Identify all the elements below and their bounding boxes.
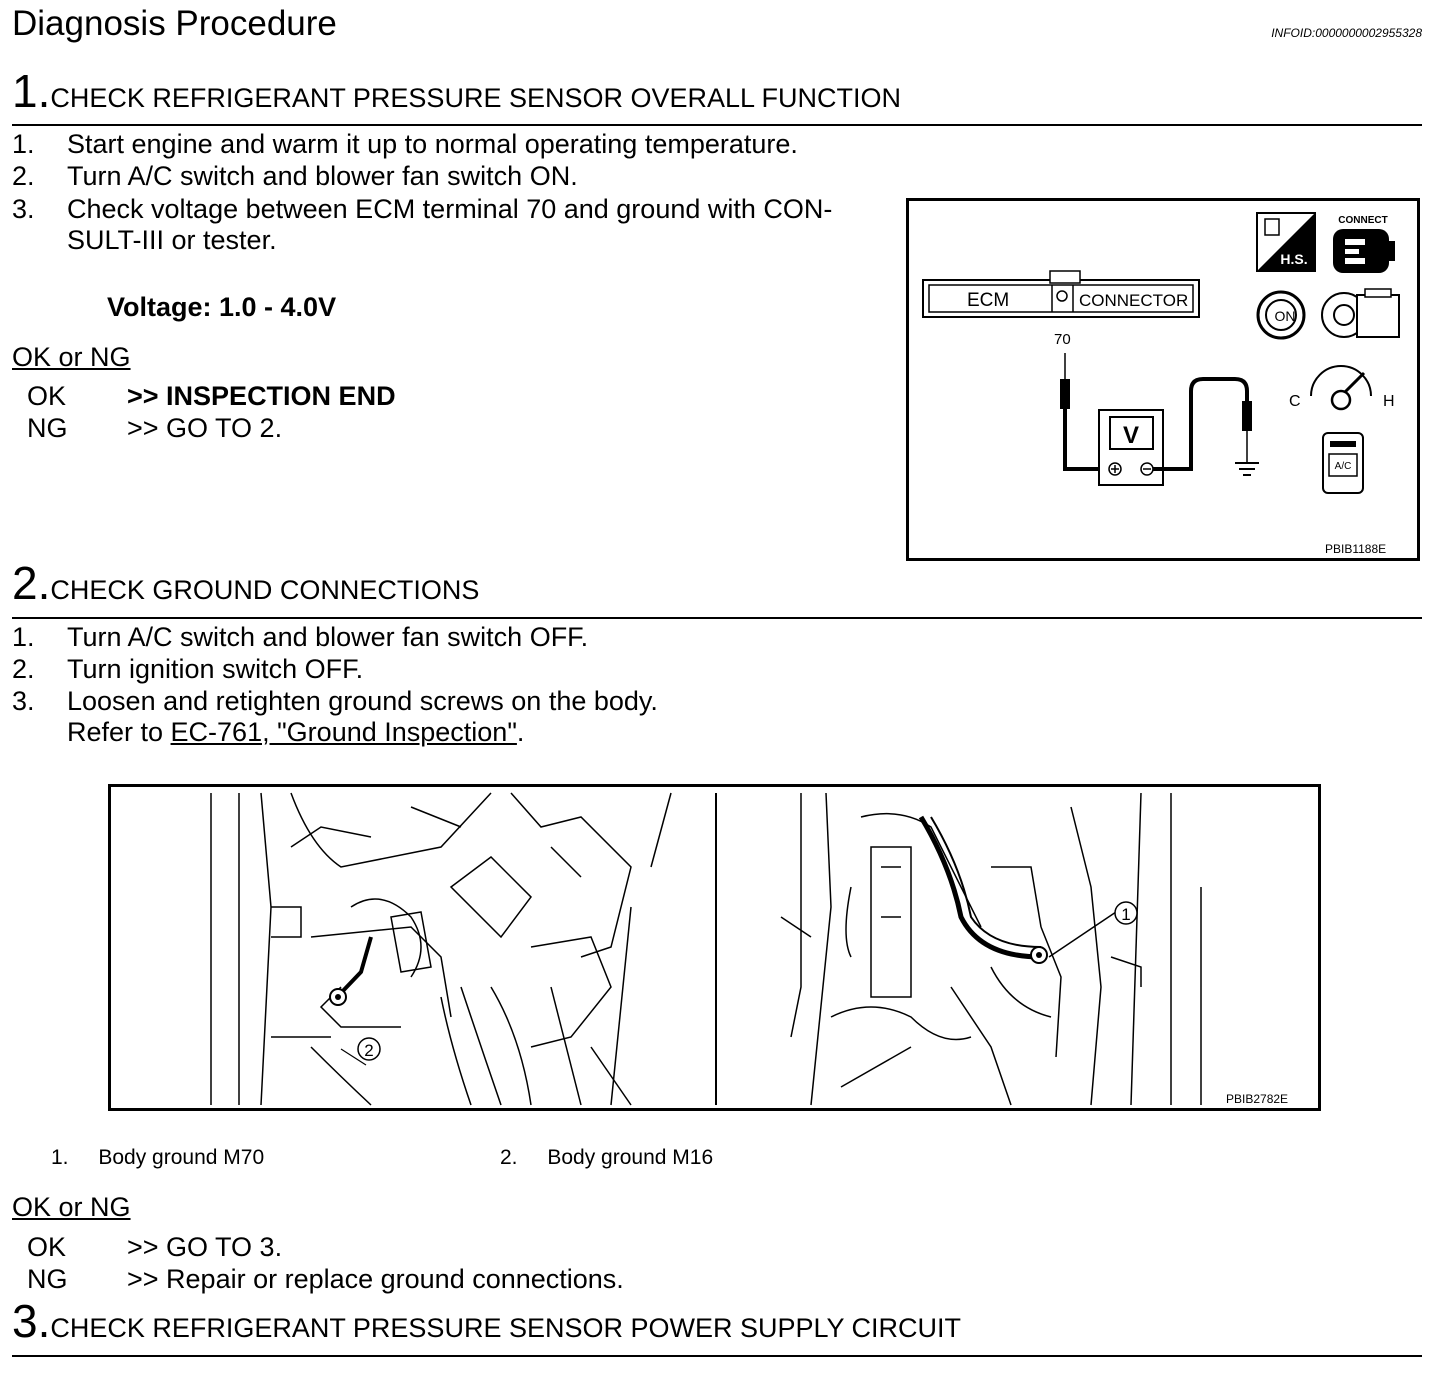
svg-text:CONNECT: CONNECT <box>1338 215 1387 226</box>
ng-result: >> Repair or replace ground connections. <box>127 1264 624 1294</box>
item-number: 1. <box>12 622 35 652</box>
item-text: Turn A/C switch and blower fan switch ON… <box>67 161 578 191</box>
temperature-gauge-icon: C H <box>1289 365 1395 411</box>
step-3-title: CHECK REFRIGERANT PRESSURE SENSOR POWER … <box>50 1313 962 1343</box>
item-number: 3. <box>12 194 35 224</box>
item-text: Turn A/C switch and blower fan switch OF… <box>67 622 589 652</box>
ok-row: OK >> INSPECTION END <box>27 381 627 413</box>
refer-line: Refer to EC-761, "Ground Inspection". <box>67 717 524 748</box>
connector-tab <box>1049 270 1081 284</box>
step-1-item-1: 1. Start engine and warm it up to normal… <box>12 129 892 161</box>
ng-key: NG <box>27 1264 68 1294</box>
caption-1: 1. Body ground M70 <box>51 1146 264 1170</box>
svg-text:H: H <box>1383 393 1395 410</box>
ground-location-figure: 2 1 PBIB2782E <box>108 784 1321 1111</box>
figure-code: PBIB2782E <box>1226 1092 1288 1106</box>
ok-or-ng-label: OK or NG <box>12 342 131 372</box>
step-1-divider <box>12 124 1422 126</box>
step-1-item-3: 3. Check voltage between ECM terminal 70… <box>12 194 892 258</box>
item-text: Loosen and retighten ground screws on th… <box>67 686 658 716</box>
step-3-heading: 3.CHECK REFRIGERANT PRESSURE SENSOR POWE… <box>12 1298 961 1344</box>
item-text: Start engine and warm it up to normal op… <box>67 129 798 159</box>
item-number: 2. <box>12 654 35 684</box>
caption-text: Body ground M16 <box>547 1146 714 1169</box>
step-1-item-2: 2. Turn A/C switch and blower fan switch… <box>12 161 892 193</box>
left-panel-drawing <box>210 792 672 1106</box>
refer-suffix: . <box>516 717 525 747</box>
hs-harness-icon: H.S. <box>1256 212 1316 272</box>
callout-2 <box>357 1037 381 1061</box>
step-2-divider <box>12 617 1422 619</box>
step-2-heading: 2.CHECK GROUND CONNECTIONS <box>12 560 479 606</box>
voltage-check-figure: ECM CONNECTOR 70 V H.S. CONNECT <box>906 198 1420 561</box>
connect-icon: CONNECT <box>1333 215 1395 273</box>
caption-number: 1. <box>51 1146 69 1169</box>
svg-text:2: 2 <box>364 1041 373 1060</box>
refer-prefix: Refer to <box>67 717 171 747</box>
page-title: Diagnosis Procedure <box>12 4 337 43</box>
negative-probe <box>1242 401 1252 431</box>
voltmeter-label: V <box>1123 422 1139 449</box>
terminal-number: 70 <box>1054 331 1071 348</box>
ecm-label: ECM <box>967 290 1009 311</box>
item-number: 3. <box>12 686 35 716</box>
ng-result: >> GO TO 2. <box>127 413 283 443</box>
ng-row: NG >> Repair or replace ground connectio… <box>27 1264 927 1296</box>
step-2-item-2: 2. Turn ignition switch OFF. <box>12 654 912 686</box>
terminal-70-pin <box>1056 290 1068 302</box>
voltage-check-diagram: ECM CONNECTOR 70 V H.S. CONNECT <box>922 212 1400 556</box>
item-number: 2. <box>12 161 35 191</box>
ac-switch-icon: A/C <box>1322 432 1364 494</box>
ng-row: NG >> GO TO 2. <box>27 413 627 445</box>
step-1-heading: 1.CHECK REFRIGERANT PRESSURE SENSOR OVER… <box>12 68 901 114</box>
step-3-divider <box>12 1355 1422 1357</box>
step-2-title: CHECK GROUND CONNECTIONS <box>50 575 480 605</box>
item-text-continued: SULT-III or tester. <box>67 225 277 255</box>
engine-running-icon <box>1321 288 1400 338</box>
step-2-item-3: 3. Loosen and retighten ground screws on… <box>12 686 912 750</box>
right-panel-drawing <box>780 792 1202 1106</box>
ok-result: >> INSPECTION END <box>127 381 396 411</box>
connector-label: CONNECTOR <box>1079 291 1188 310</box>
svg-text:ON: ON <box>1275 308 1296 324</box>
info-id: INFOID:0000000002955328 <box>1271 26 1422 40</box>
step-1-title: CHECK REFRIGERANT PRESSURE SENSOR OVERAL… <box>50 83 902 113</box>
voltage-spec: Voltage: 1.0 - 4.0V <box>107 292 337 322</box>
step-2-item-1: 1. Turn A/C switch and blower fan switch… <box>12 622 912 654</box>
ignition-on-icon: ON <box>1256 290 1306 340</box>
svg-text:A/C: A/C <box>1335 461 1352 472</box>
step-2-number: 2. <box>12 557 51 609</box>
ground-location-drawing: 2 1 PBIB2782E <box>210 792 1288 1106</box>
svg-text:H.S.: H.S. <box>1280 251 1307 267</box>
svg-text:1: 1 <box>1121 905 1130 924</box>
item-number: 1. <box>12 129 35 159</box>
svg-text:C: C <box>1289 393 1301 410</box>
ng-key: NG <box>27 413 68 443</box>
ok-key: OK <box>27 1232 67 1262</box>
ecm-connector-inner <box>928 284 1194 313</box>
figure-code: PBIB1188E <box>1325 542 1386 556</box>
ground-inspection-link[interactable]: EC-761, "Ground Inspection" <box>170 717 517 747</box>
negative-lead <box>1153 377 1249 471</box>
caption-text: Body ground M70 <box>98 1146 265 1169</box>
step-1-number: 1. <box>12 65 51 117</box>
ok-row: OK >> GO TO 3. <box>27 1232 927 1264</box>
ok-key: OK <box>27 381 67 411</box>
ok-or-ng-label: OK or NG <box>12 1192 131 1222</box>
item-text: Turn ignition switch OFF. <box>67 654 364 684</box>
callout-1 <box>1114 901 1138 925</box>
positive-probe <box>1060 379 1070 409</box>
caption-2: 2. Body ground M16 <box>500 1146 713 1170</box>
caption-number: 2. <box>500 1146 518 1169</box>
ok-result: >> GO TO 3. <box>127 1232 283 1262</box>
step-3-number: 3. <box>12 1295 51 1347</box>
positive-lead <box>1063 409 1105 471</box>
item-text: Check voltage between ECM terminal 70 an… <box>67 194 833 224</box>
